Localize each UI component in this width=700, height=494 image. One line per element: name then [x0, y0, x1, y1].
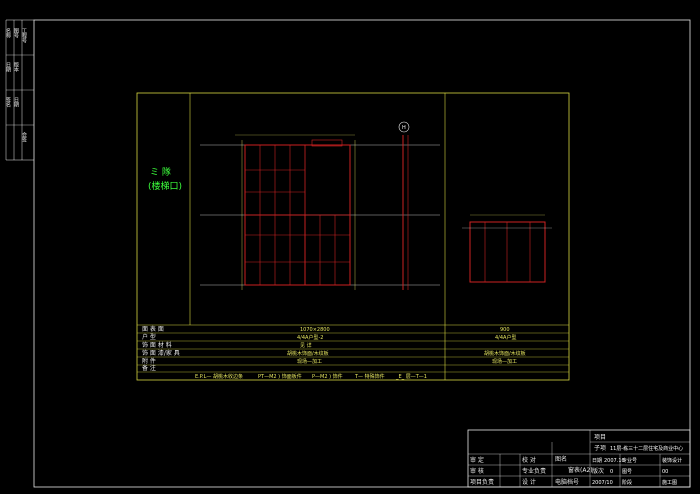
- spec-row-right: 4/4A户型: [495, 334, 516, 341]
- role-value: 校 对: [522, 456, 536, 464]
- spec-legend-item: T— 特殊饰件: [354, 373, 385, 380]
- room-annotation-sub: (楼梯口): [148, 180, 182, 192]
- stage-label: 阶段: [622, 479, 632, 486]
- discipline-value: 装饰设计: [662, 457, 682, 464]
- drawing-no-value: 00: [662, 469, 668, 475]
- role-label: 审 核: [470, 467, 484, 475]
- sidebar-label: 名称: [5, 27, 11, 39]
- sidebar-label: 工程号: [21, 28, 27, 44]
- date-label: 日期: [592, 458, 602, 464]
- room-annotation: ミ 隊: [150, 166, 171, 178]
- grid-marker-circle: [398, 121, 410, 133]
- spec-row-label: 户 型: [142, 333, 156, 341]
- title-block: 项目 子项 11层-栋三十二层住宅及商业中心 图名 窗表(A2) 专业号 装饰设…: [467, 429, 691, 488]
- role-value: 设 计: [522, 478, 536, 486]
- spec-row-left: 见 详: [300, 342, 312, 349]
- project-label: 项目: [594, 434, 606, 441]
- spec-row-left: 胡桃木饰面/木纹板: [287, 350, 329, 357]
- discipline-label: 专业号: [622, 457, 637, 464]
- stage-value: 施工图: [662, 479, 677, 486]
- version-label: 版次: [592, 467, 604, 475]
- drawing-no-label: 图号: [622, 469, 632, 475]
- role-value: 专业负责: [522, 467, 546, 475]
- version-value: 0: [610, 469, 613, 475]
- role-label: 审 定: [470, 456, 484, 464]
- date-value: 2007.10: [604, 458, 625, 464]
- spec-legend-item: E.P.L— 胡桃木收边条: [195, 373, 243, 380]
- cabinet-elevation: [200, 134, 440, 290]
- window-elevation: [462, 214, 552, 283]
- spec-row-right: 900: [500, 327, 510, 333]
- grid-marker-label: H: [402, 125, 406, 131]
- spec-row-label: 饰 面 漆/家 具: [142, 349, 180, 357]
- cad-label: 电脑档号: [555, 478, 579, 486]
- spec-row-label: 备 注: [142, 364, 156, 372]
- spec-row-right: 胡桃木饰面/木纹板: [484, 350, 526, 357]
- subproject-label: 子项: [594, 445, 606, 452]
- sidebar-strip: 名称 图号 工程号 日期 版本 签名 日期 会签: [5, 19, 34, 161]
- sidebar-label: 日期: [13, 97, 19, 108]
- spec-legend-item: PT—M2 ) 饰面板件: [258, 373, 302, 380]
- role-label: 项目负责: [470, 478, 494, 486]
- sidebar-label: 图号: [13, 28, 19, 39]
- sidebar-label: 日期: [5, 62, 11, 73]
- inner-frame: [136, 92, 570, 381]
- spec-row-left: 现场—加工: [297, 358, 322, 365]
- spec-row-left: 4/4A户型-2: [297, 334, 323, 341]
- spec-row-label: 附 件: [142, 357, 156, 365]
- drawing-name-value: 窗表(A2): [568, 466, 593, 474]
- drawing-name-label: 图名: [555, 455, 567, 463]
- sidebar-label: 版本: [13, 61, 19, 73]
- side-section: H: [398, 121, 410, 290]
- spec-row-label: 面 表 面: [142, 325, 164, 333]
- sidebar-label: 签名: [5, 96, 11, 108]
- spec-row-label: 饰 面 材 料: [142, 341, 172, 349]
- cad-value: 2007/10: [592, 480, 613, 486]
- subproject-value: 11层-栋三十二层住宅及商业中心: [610, 445, 683, 452]
- spec-row-left: 1070×2800: [300, 327, 330, 333]
- spec-legend-item: _E_ 层—T—1: [395, 374, 427, 380]
- spec-legend-item: P—M2 ) 饰件: [312, 373, 343, 380]
- spec-row-right: 现场—加工: [492, 358, 517, 365]
- sheet-border: [33, 19, 691, 488]
- sidebar-label: 会签: [21, 131, 27, 142]
- spec-table: 面 表 面 1070×2800 900 户 型 4/4A户型-2 4/4A户型 …: [137, 324, 569, 380]
